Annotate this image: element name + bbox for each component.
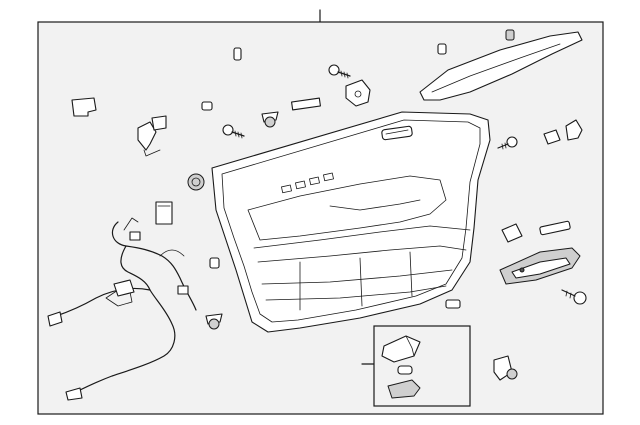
spacer-pad (501, 223, 523, 243)
door-lamp-lens (381, 335, 421, 363)
interior-handle-bezel (499, 247, 581, 285)
clip-small-d (209, 257, 220, 269)
wiring-harness (47, 217, 197, 401)
clip-small-c (201, 101, 213, 111)
clip-assembly-left (137, 115, 167, 157)
grommet-plug (187, 173, 205, 191)
bracket-left (71, 97, 97, 117)
clip-small-b (437, 43, 447, 55)
upper-garnish-trim (419, 31, 583, 101)
bracket-clip-top (345, 79, 371, 107)
door-lamp-socket (397, 365, 413, 375)
push-pin-fastener-a (261, 111, 279, 128)
push-pin-fastener-c (493, 355, 518, 381)
connector-block (155, 201, 173, 225)
door-lamp-housing (387, 379, 421, 399)
clip-small-e (445, 299, 461, 309)
handle-slot-cover (539, 220, 571, 236)
screw-right (497, 136, 518, 150)
screw-left (222, 124, 245, 139)
screw-lower-right (561, 289, 587, 305)
garnish-clip (505, 29, 515, 41)
door-lamp-inset (361, 325, 471, 407)
screw-top-center (328, 64, 351, 79)
clip-small-a (233, 47, 242, 61)
clip-pair-right (543, 119, 583, 145)
trim-strip-pad (291, 97, 321, 111)
door-trim-panel (211, 111, 491, 333)
push-pin-fastener-b (205, 313, 223, 330)
